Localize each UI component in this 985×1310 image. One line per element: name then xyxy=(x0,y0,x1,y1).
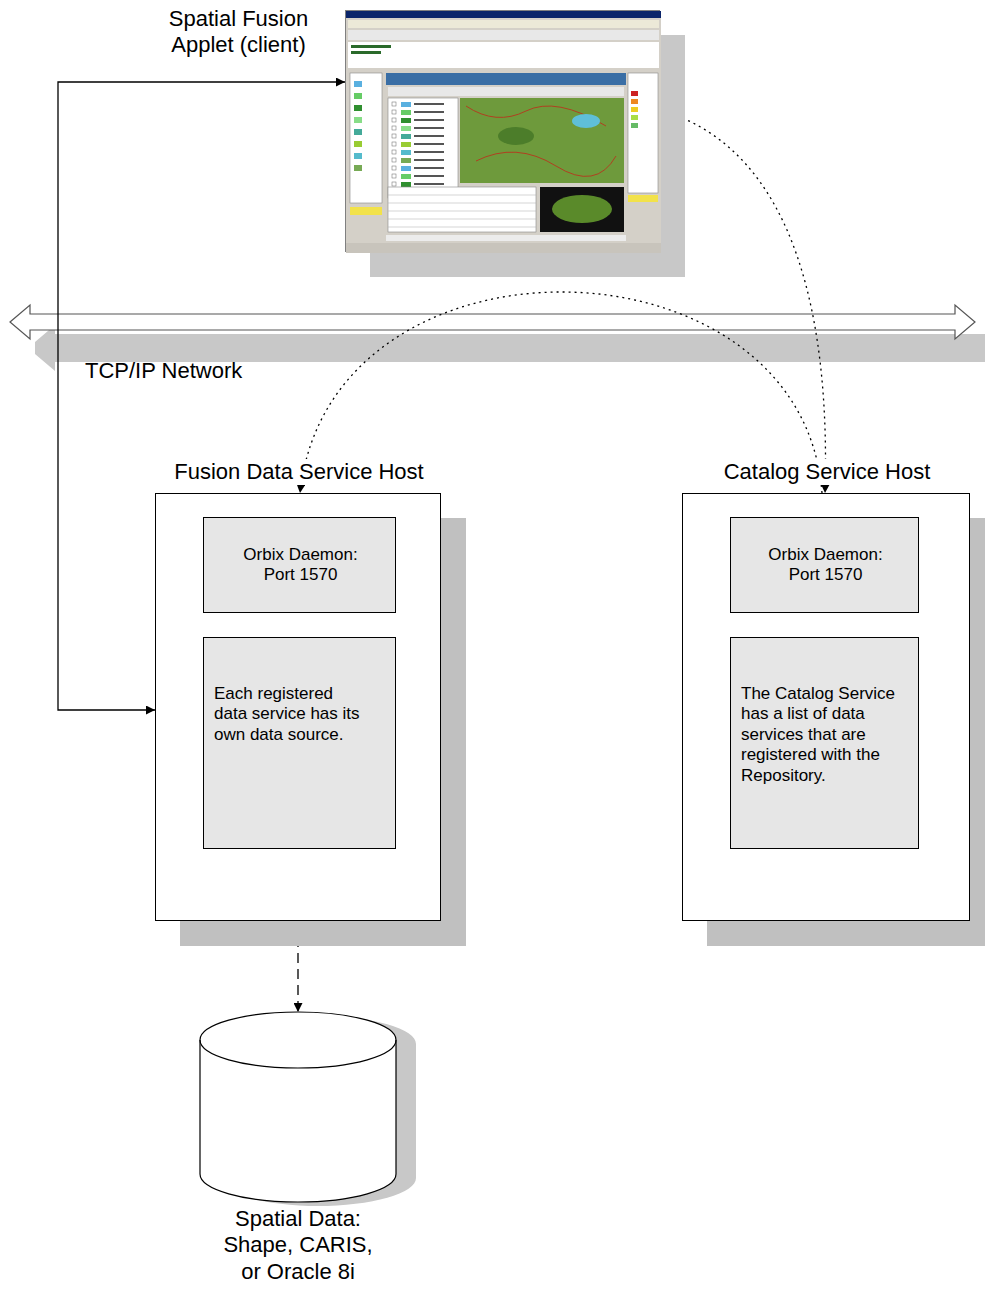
host-box: Catalog Service HostOrbix Daemon: Port 1… xyxy=(682,493,970,921)
screenshot-art xyxy=(346,11,661,253)
applet-screenshot: Spatial Fusion Applet (client) xyxy=(345,10,660,252)
daemon-box: Orbix Daemon: Port 1570 xyxy=(203,517,396,613)
node-heading: Fusion Data Service Host xyxy=(171,459,426,485)
network-label: TCP/IP Network xyxy=(85,358,242,384)
database-label: Spatial Data: Shape, CARIS, or Oracle 8i xyxy=(213,1206,383,1285)
daemon-box: Orbix Daemon: Port 1570 xyxy=(730,517,919,613)
node-heading: Catalog Service Host xyxy=(721,459,934,485)
service-note: The Catalog Service has a list of data s… xyxy=(741,684,913,786)
cylinder-shape xyxy=(200,1012,420,1208)
service-box: Each registered data service has its own… xyxy=(203,637,396,849)
node-heading: Spatial Fusion Applet (client) xyxy=(141,6,336,59)
daemon-label: Orbix Daemon: Port 1570 xyxy=(233,545,368,586)
service-note: Each registered data service has its own… xyxy=(214,684,364,745)
connector xyxy=(297,921,298,1012)
catalog-box: The Catalog Service has a list of data s… xyxy=(730,637,919,849)
network-band xyxy=(10,305,975,339)
daemon-label: Orbix Daemon: Port 1570 xyxy=(758,545,893,586)
connector xyxy=(660,110,826,493)
database-cylinder: Spatial Data: Shape, CARIS, or Oracle 8i xyxy=(200,1012,396,1202)
host-box: Fusion Data Service HostOrbix Daemon: Po… xyxy=(155,493,441,921)
